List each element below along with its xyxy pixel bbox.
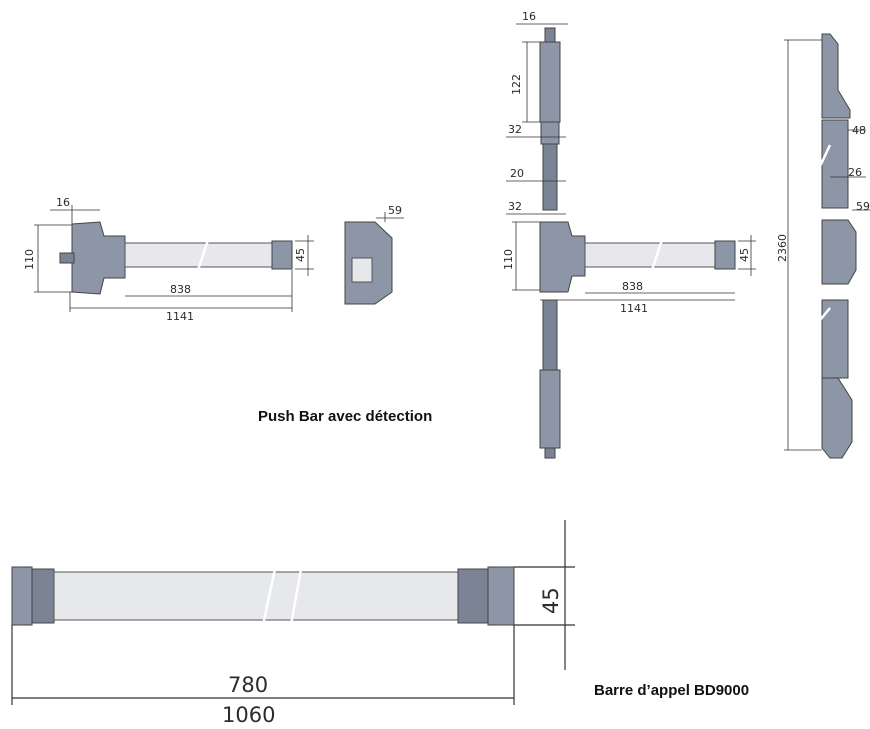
bottom-rod bbox=[542, 299, 558, 371]
top-rod-segment bbox=[540, 121, 560, 145]
side-bottom-cap bbox=[821, 377, 853, 459]
dim-vert-height: 110 bbox=[502, 249, 515, 270]
push-bar-side-view: 16 110 45 838 1141 bbox=[23, 196, 314, 323]
bd-left-end bbox=[11, 566, 33, 626]
vertical-side-view: 2360 48 26 59 bbox=[776, 33, 870, 459]
dim-vert-top-block: 122 bbox=[510, 74, 523, 95]
dim-end-depth: 59 bbox=[388, 204, 402, 217]
dim-vert-gap1: 32 bbox=[508, 123, 522, 136]
barre-appel-view: 45 780 1060 bbox=[11, 520, 575, 727]
side-top-cap bbox=[821, 33, 851, 119]
vertical-assembly-view: 16 122 32 20 32 110 45 838 1141 bbox=[502, 10, 756, 459]
side-upper-block bbox=[821, 119, 849, 209]
vert-push-head bbox=[539, 221, 586, 293]
caption-push-bar: Push Bar avec détection bbox=[258, 408, 432, 425]
dim-side-total-height: 2360 bbox=[776, 234, 789, 262]
bd-left-cap bbox=[31, 568, 55, 624]
dim-side-depth1: 48 bbox=[852, 124, 866, 137]
top-rod-tip bbox=[544, 27, 556, 43]
dim-side-depth3: 59 bbox=[856, 200, 870, 213]
dim-vert-rod: 20 bbox=[510, 167, 524, 180]
dim-vert-gap2: 32 bbox=[508, 200, 522, 213]
vertical-rod bbox=[542, 143, 558, 211]
dim-vert-body: 838 bbox=[622, 280, 643, 293]
dim-push-body: 838 bbox=[170, 283, 191, 296]
end-view-slot bbox=[351, 257, 373, 283]
dim-push-width: 16 bbox=[56, 196, 70, 209]
dim-push-total: 1141 bbox=[166, 310, 194, 323]
bd-right-end bbox=[487, 566, 515, 626]
dim-side-depth2: 26 bbox=[848, 166, 862, 179]
caption-barre-appel: Barre d’appel BD9000 bbox=[594, 682, 749, 699]
dim-vert-total: 1141 bbox=[620, 302, 648, 315]
vert-push-end-cap bbox=[714, 240, 736, 270]
vert-push-tube bbox=[584, 242, 718, 268]
side-middle-block bbox=[821, 219, 857, 285]
bottom-rod-tip bbox=[544, 447, 556, 459]
push-bar-end-cap bbox=[271, 240, 293, 270]
dim-vert-bar-height: 45 bbox=[738, 248, 751, 262]
push-bar-head bbox=[71, 221, 126, 295]
push-bar-latch bbox=[59, 252, 75, 264]
dim-push-height: 110 bbox=[23, 249, 36, 270]
dim-push-bar-height: 45 bbox=[294, 248, 307, 262]
dim-bd-inner: 780 bbox=[228, 673, 268, 697]
dim-bd-height: 45 bbox=[539, 587, 563, 614]
bottom-rod-block bbox=[539, 369, 561, 449]
bd-bar-tube bbox=[53, 571, 461, 621]
push-bar-end-view: 59 bbox=[344, 204, 404, 305]
dim-bd-total: 1060 bbox=[222, 703, 275, 727]
top-rod-block bbox=[539, 41, 561, 123]
bd-right-cap bbox=[457, 568, 489, 624]
dim-vert-top-width: 16 bbox=[522, 10, 536, 23]
